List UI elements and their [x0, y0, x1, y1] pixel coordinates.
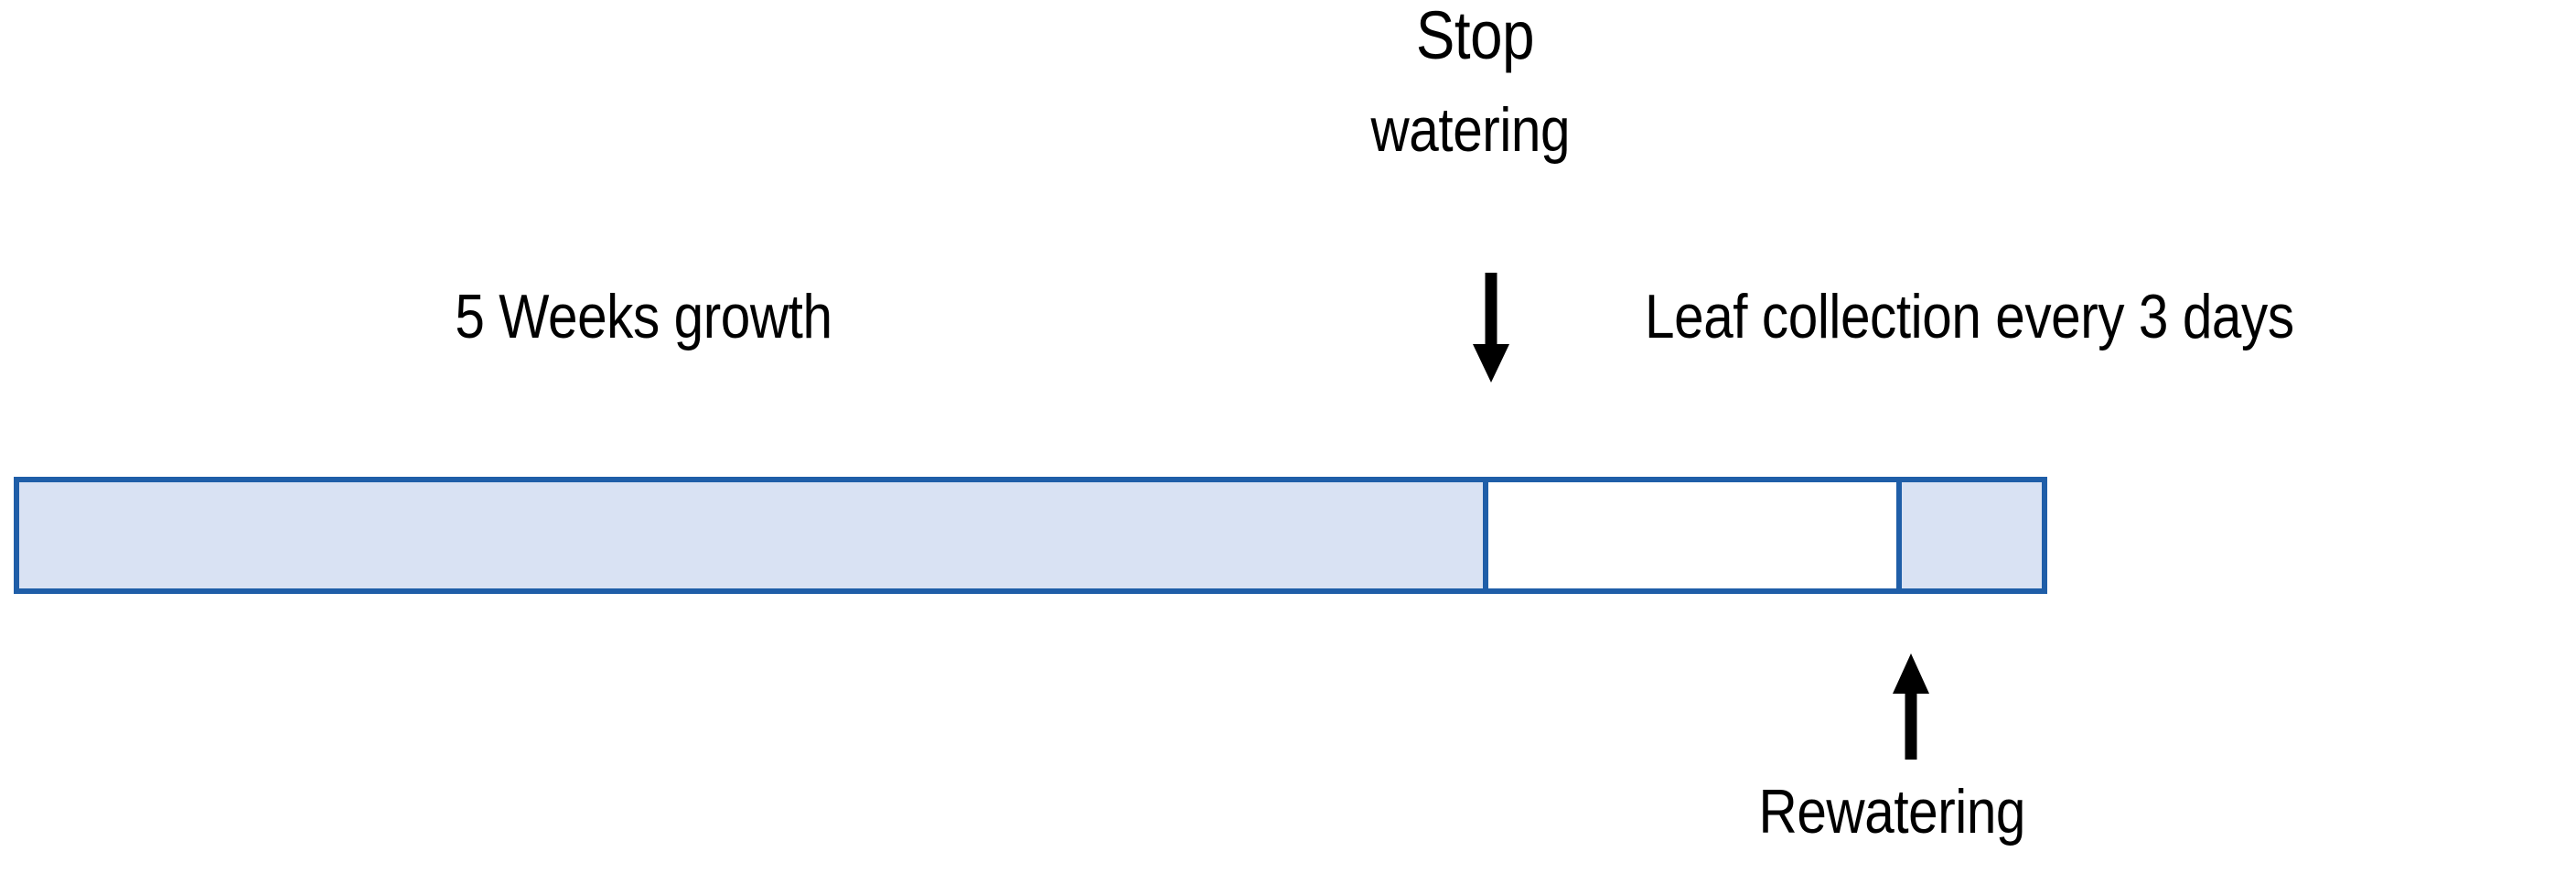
timeline-segment-drought-phase — [1488, 482, 1902, 588]
stop-watering-label-line1: Stop — [1415, 0, 1535, 73]
timeline-bar — [14, 477, 2047, 594]
leaf-collection-label: Leaf collection every 3 days — [1645, 282, 2294, 351]
arrow-up-icon — [1893, 653, 1929, 760]
timeline-segment-growth-phase — [19, 482, 1488, 588]
stop-watering-label-line2: watering — [1370, 95, 1571, 165]
arrow-down-icon — [1473, 273, 1509, 383]
growth-phase-label: 5 Weeks growth — [455, 282, 832, 351]
timeline-segment-recovery-phase — [1902, 482, 2042, 588]
rewatering-label: Rewatering — [1758, 777, 2026, 846]
